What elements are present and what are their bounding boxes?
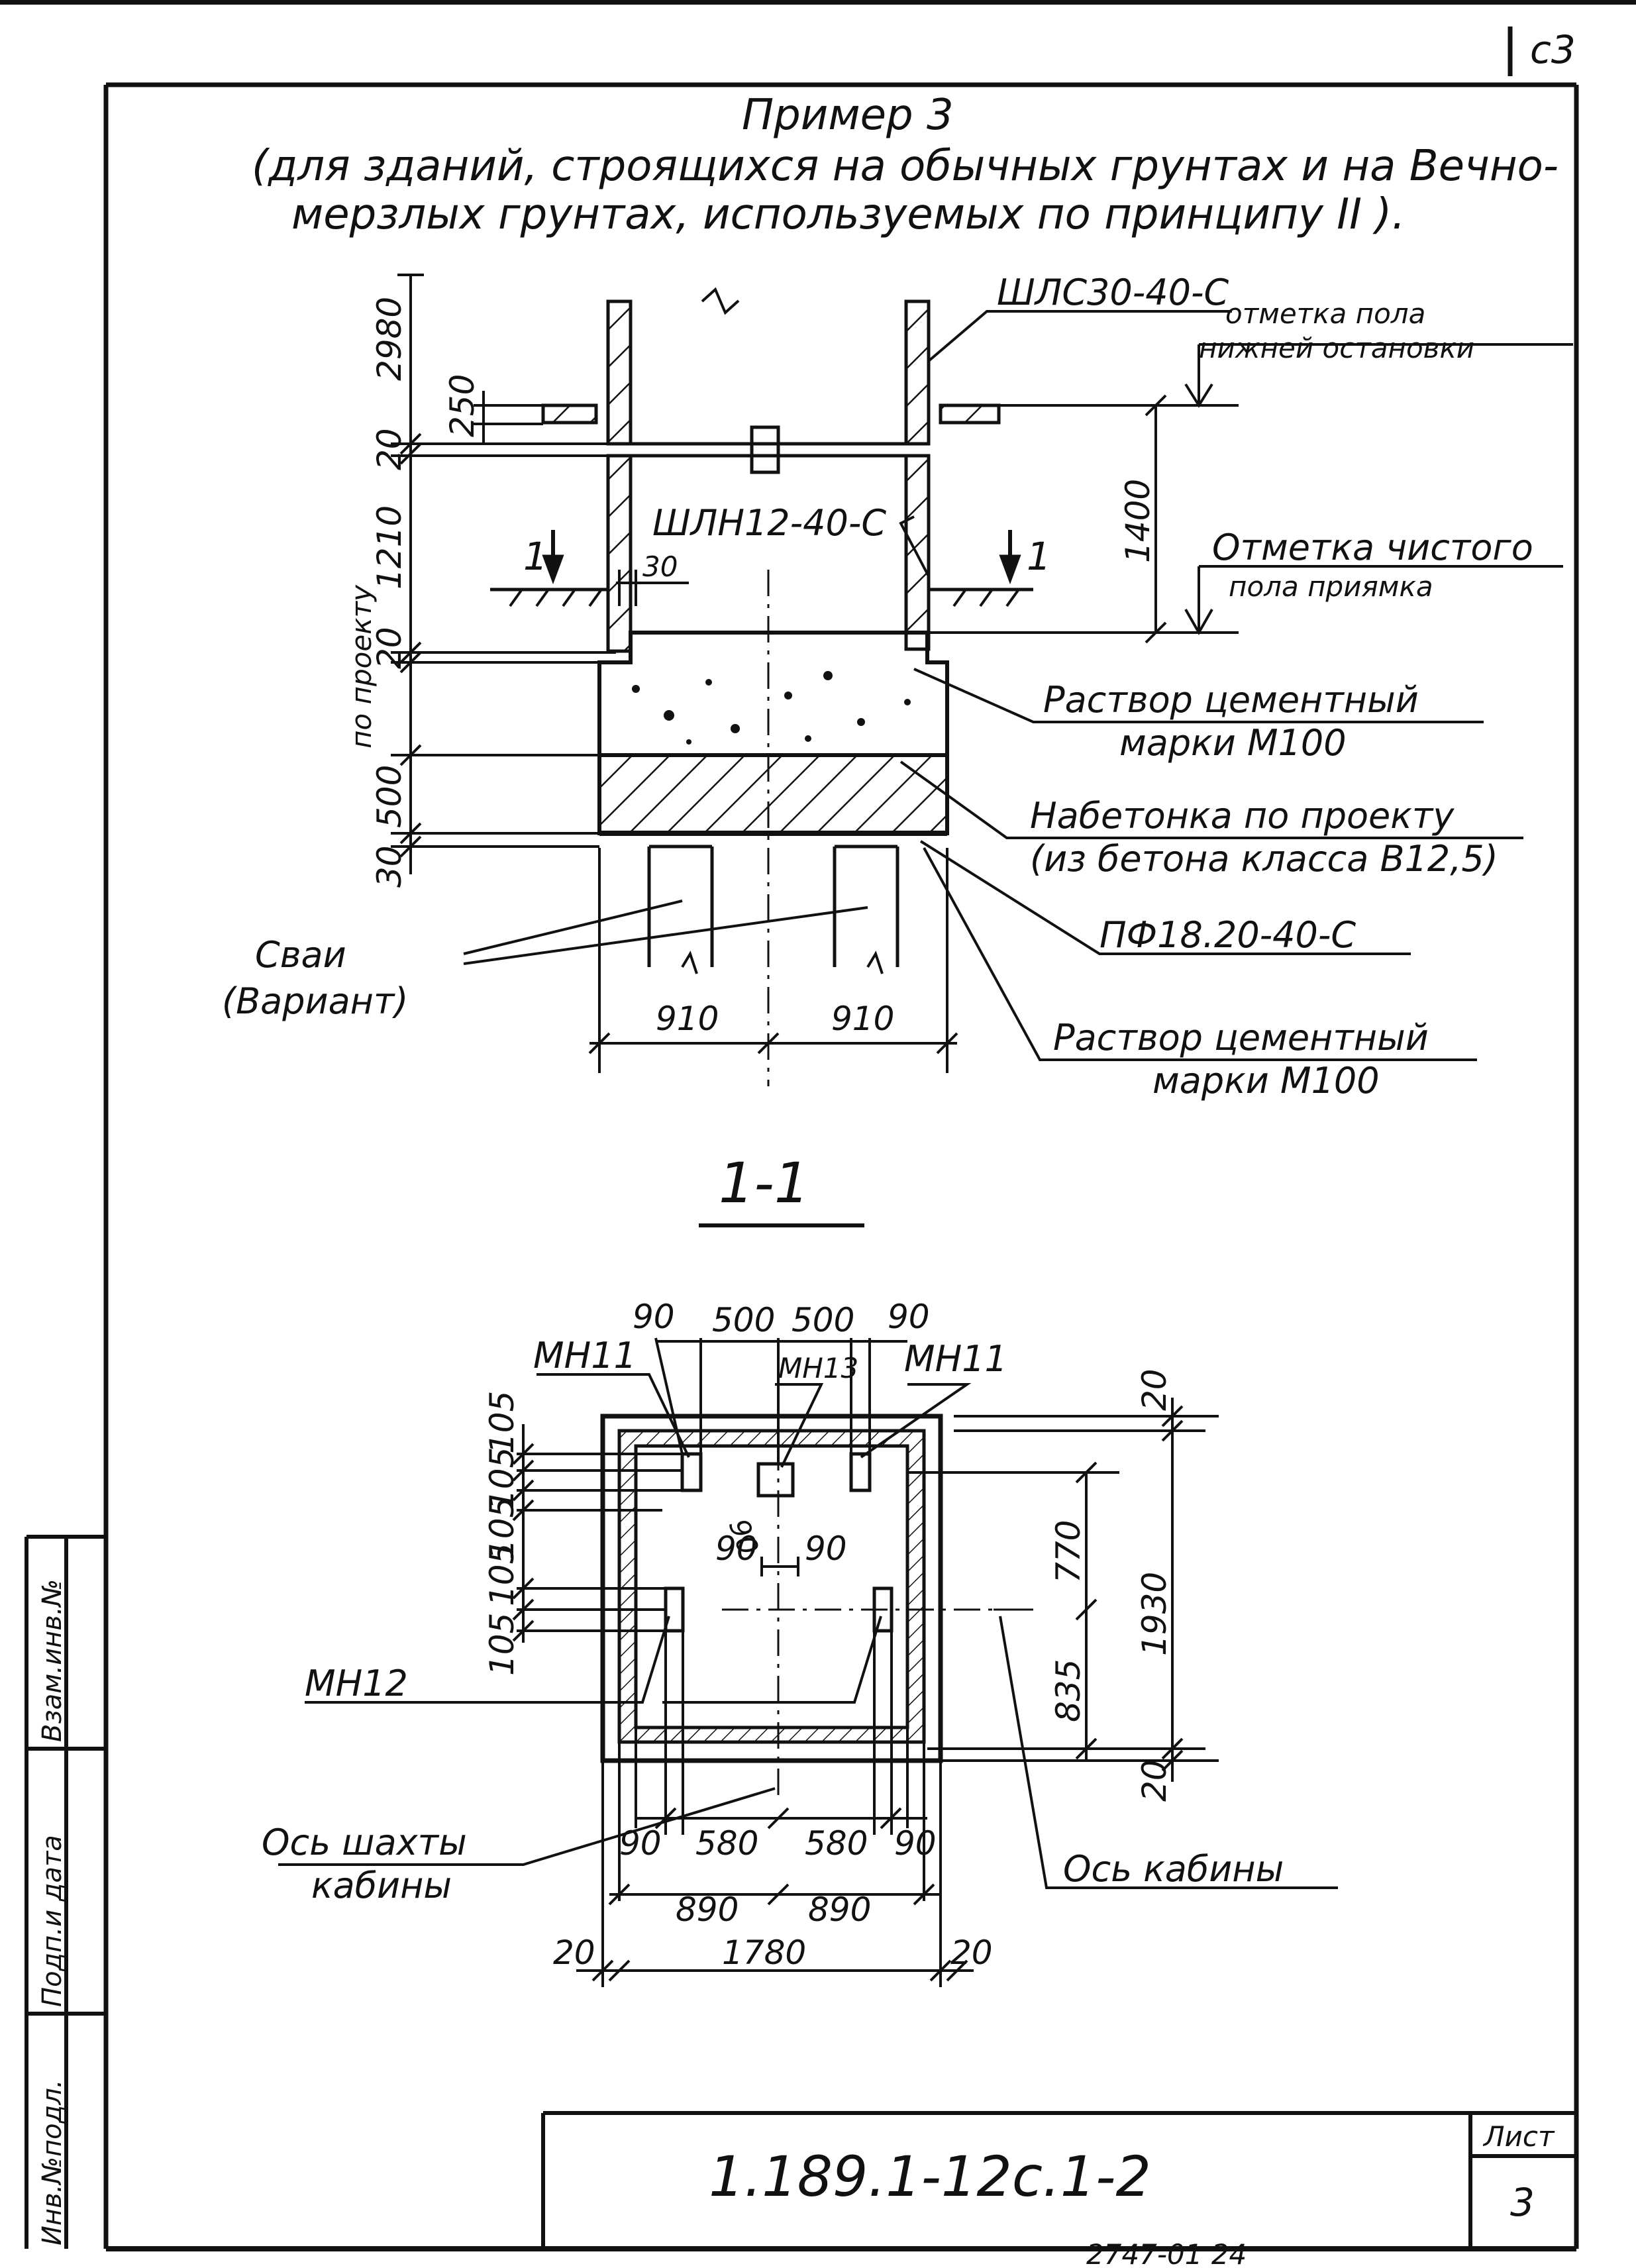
elevation-drawing <box>490 287 1033 1086</box>
label-shaft-axis-1: Ось шахты <box>262 1822 467 1863</box>
label-mn11-left: МН11 <box>533 1335 637 1376</box>
label-mn12: МН12 <box>305 1663 408 1704</box>
dim-910a: 910 <box>656 1000 719 1038</box>
dim-1400: 1400 <box>1119 479 1157 563</box>
label-mn11-right: МН11 <box>904 1338 1007 1380</box>
dim-bot-90a: 90 <box>619 1824 662 1863</box>
section-title: 1-1 <box>719 1151 809 1215</box>
label-floor-mark-2: нижней остановки <box>1199 332 1474 364</box>
section-arrow-right: 1 <box>1027 534 1051 579</box>
stamp-block <box>25 1535 1576 2249</box>
sheet-number: 3 <box>1510 2180 1535 2225</box>
doc-code: 1.189.1-12с.1-2 <box>709 2144 1151 2209</box>
dim-right-20a: 20 <box>1135 1368 1174 1411</box>
dim-left-105b: 105 <box>483 1447 521 1510</box>
dim-bot-580b: 580 <box>805 1824 868 1863</box>
dim-left-105d: 105 <box>483 1543 521 1606</box>
subtitle-line-1: (для зданий, строящихся на обычных грунт… <box>252 142 1559 191</box>
dim-right-1930: 1930 <box>1135 1572 1174 1656</box>
section-leaders <box>278 1373 1338 1889</box>
dim-250: 250 <box>443 374 482 437</box>
stamp-side-1: Взам.инв.№ <box>37 1579 68 1742</box>
label-mortar-2: Раствор цементный <box>1053 1017 1429 1058</box>
label-piles-1: Сваи <box>255 934 346 976</box>
label-shaft-upper: ШЛС30-40-С <box>997 272 1229 313</box>
dim-left-105e: 105 <box>483 1613 521 1676</box>
dim-top-500a: 500 <box>712 1301 775 1339</box>
dim-2980: 2980 <box>370 297 409 381</box>
label-piles-2: (Вариант) <box>222 980 409 1022</box>
elevation-leaders <box>463 310 1573 1061</box>
dim-bot-580a: 580 <box>695 1824 758 1863</box>
bottom-note: 2747-01 24 <box>1086 2238 1247 2268</box>
subtitle-line-2: мерзлых грунтах, используемых по принцип… <box>291 190 1406 239</box>
label-pit-mark-1: Отметка чистого <box>1212 527 1533 568</box>
dim-30-gap: 30 <box>642 550 678 583</box>
stamp-side-3: Инв.№подл. <box>37 2079 68 2245</box>
label-concrete-2: (из бетона класса В12,5) <box>1030 838 1498 880</box>
dim-left-105a: 105 <box>483 1391 521 1454</box>
dim-po-proektu: по проекту <box>345 584 378 748</box>
section-plan <box>600 1398 1033 1802</box>
dim-left-105c: 105 <box>483 1497 521 1560</box>
label-pit-mark-2: пола приямка <box>1229 570 1433 603</box>
label-concrete-1: Набетонка по проекту <box>1030 795 1455 837</box>
label-shaft-lower: ШЛН12-40-С <box>652 502 886 544</box>
label-cabin-axis: Ось кабины <box>1063 1848 1284 1890</box>
dim-top-90a: 90 <box>633 1298 675 1336</box>
section-arrow-left: 1 <box>523 534 548 579</box>
label-mn13: МН13 <box>778 1352 858 1384</box>
dim-20b: 20 <box>370 627 409 669</box>
dim-mid-90c: 90 <box>805 1529 847 1568</box>
mortar-fill-texture <box>632 671 911 745</box>
dim-1210: 1210 <box>370 505 409 590</box>
dim-30: 30 <box>370 845 409 888</box>
dim-bot-890b: 890 <box>808 1890 871 1929</box>
dim-bot-20a: 20 <box>553 1933 595 1972</box>
page-title: Пример 3 <box>742 91 954 140</box>
dim-top-90b: 90 <box>888 1298 930 1336</box>
dim-500: 500 <box>370 765 409 828</box>
sheet-label: Лист <box>1482 2120 1555 2153</box>
label-shaft-axis-2: кабины <box>311 1865 452 1906</box>
dim-bot-890a: 890 <box>676 1890 739 1929</box>
label-floor-mark-1: отметка пола <box>1225 297 1425 330</box>
dim-right-770: 770 <box>1049 1520 1088 1583</box>
dim-bot-20b: 20 <box>950 1933 993 1972</box>
section-dims <box>512 1337 1219 1987</box>
label-slab: ПФ18.20-40-С <box>1099 914 1356 956</box>
dim-right-20b: 20 <box>1135 1759 1174 1802</box>
dim-910b: 910 <box>831 1000 894 1038</box>
label-mortar-1: Раствор цементный <box>1043 679 1419 721</box>
elevation-vertical-dims <box>391 274 1239 1073</box>
label-mortar-2b: марки М100 <box>1152 1060 1380 1102</box>
label-mortar-1b: марки М100 <box>1119 722 1347 764</box>
dim-20a: 20 <box>370 428 409 470</box>
stamp-side-2: Подп.и дата <box>37 1835 68 2007</box>
corner-mark: c3 <box>1530 27 1576 72</box>
dim-top-500b: 500 <box>792 1301 854 1339</box>
dim-right-835: 835 <box>1049 1659 1088 1722</box>
dim-mid-90b: 90 <box>715 1529 758 1568</box>
dim-bot-1780: 1780 <box>722 1933 806 1972</box>
dim-bot-90b: 90 <box>894 1824 937 1863</box>
